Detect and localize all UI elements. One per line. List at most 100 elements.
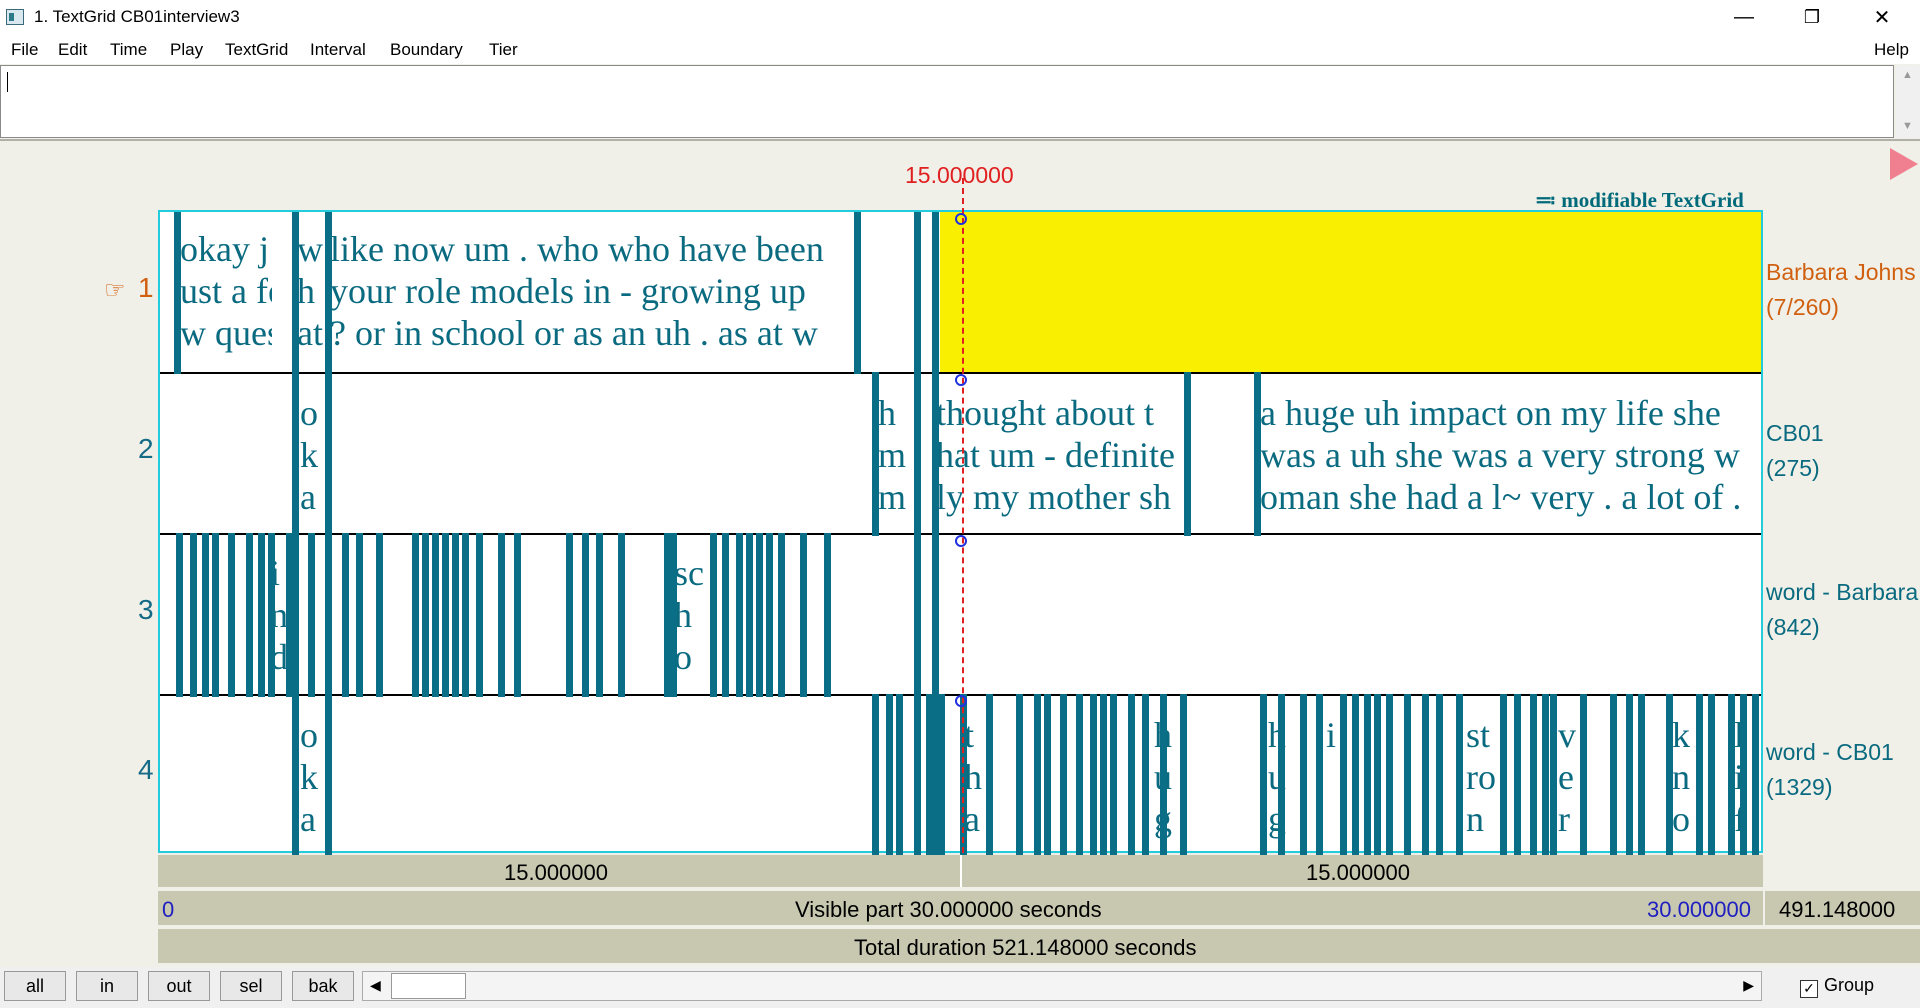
- interval-boundary[interactable]: [212, 533, 219, 697]
- interval-boundary[interactable]: [1340, 694, 1347, 857]
- menu-textgrid[interactable]: TextGrid: [225, 40, 289, 59]
- interval-boundary[interactable]: [422, 533, 429, 697]
- tier-number[interactable]: 4: [138, 754, 154, 785]
- interval-boundary[interactable]: [722, 533, 729, 697]
- interval-boundary[interactable]: [1184, 372, 1191, 536]
- text-field-scrollbar[interactable]: ▲ ▼: [1896, 65, 1920, 138]
- interval-boundary[interactable]: [1436, 694, 1443, 857]
- scroll-down-icon[interactable]: ▼: [1902, 120, 1913, 132]
- interval-boundary[interactable]: [1128, 694, 1135, 857]
- interval-boundary[interactable]: [872, 694, 879, 857]
- selected-interval[interactable]: [940, 212, 1761, 372]
- zoom-in-button[interactable]: in: [76, 971, 138, 1001]
- interval-boundary[interactable]: [514, 533, 521, 697]
- visible-part-bar[interactable]: 0 Visible part 30.000000 seconds 30.0000…: [158, 891, 1763, 925]
- interval-boundary[interactable]: [356, 533, 363, 697]
- interval-boundary[interactable]: [778, 533, 785, 697]
- interval-text[interactable]: i: [1326, 715, 1337, 755]
- interval-boundary[interactable]: [670, 533, 677, 697]
- interval-boundary[interactable]: [1404, 694, 1411, 857]
- interval-boundary[interactable]: [1100, 694, 1107, 857]
- menu-edit[interactable]: Edit: [58, 40, 88, 59]
- group-checkbox[interactable]: ✓Group: [1800, 975, 1874, 998]
- interval-boundary[interactable]: [174, 212, 181, 374]
- interval-text[interactable]: like now um . who who have been your rol…: [330, 229, 824, 353]
- interval-boundary[interactable]: [914, 212, 921, 857]
- interval-boundary[interactable]: [1422, 694, 1429, 857]
- checkbox-check-icon[interactable]: ✓: [1800, 980, 1818, 998]
- interval-boundary[interactable]: [176, 533, 183, 697]
- menu-time[interactable]: Time: [110, 40, 148, 59]
- interval-boundary[interactable]: [1500, 694, 1507, 857]
- interval-boundary[interactable]: [1364, 694, 1371, 857]
- tier-number[interactable]: 1: [138, 272, 154, 303]
- interval-boundary[interactable]: [582, 533, 589, 697]
- interval-boundary[interactable]: [886, 694, 893, 857]
- menu-play[interactable]: Play: [170, 40, 204, 59]
- interval-boundary[interactable]: [938, 694, 945, 857]
- interval-boundary[interactable]: [1300, 694, 1307, 857]
- interval-boundary[interactable]: [376, 533, 383, 697]
- interval-boundary[interactable]: [664, 533, 671, 697]
- interval-boundary[interactable]: [325, 212, 332, 857]
- interval-boundary[interactable]: [1060, 694, 1067, 857]
- minimize-button[interactable]: —: [1734, 5, 1754, 28]
- zoom-selection-button[interactable]: sel: [220, 971, 282, 1001]
- interval-boundary[interactable]: [442, 533, 449, 697]
- interval-boundary[interactable]: [292, 212, 299, 857]
- interval-boundary[interactable]: [1638, 694, 1645, 857]
- tier-name-label[interactable]: word - CB01 (1329): [1766, 735, 1894, 805]
- zoom-back-button[interactable]: bak: [292, 971, 354, 1001]
- interval-boundary[interactable]: [1580, 694, 1587, 857]
- interval-boundary[interactable]: [1696, 694, 1703, 857]
- interval-boundary[interactable]: [1530, 694, 1537, 857]
- interval-boundary[interactable]: [1034, 694, 1041, 857]
- interval-boundary[interactable]: [286, 533, 293, 697]
- zoom-all-button[interactable]: all: [4, 971, 66, 1001]
- scrollbar-thumb[interactable]: [391, 973, 466, 999]
- tier-number[interactable]: 2: [138, 433, 154, 464]
- interval-boundary[interactable]: [1610, 694, 1617, 857]
- tier-name-label[interactable]: word - Barbara (842): [1766, 575, 1918, 645]
- menu-help[interactable]: Help: [1874, 40, 1909, 59]
- interval-boundary[interactable]: [618, 533, 625, 697]
- interval-boundary[interactable]: [1550, 694, 1557, 857]
- interval-boundary[interactable]: [766, 533, 773, 697]
- interval-boundary[interactable]: [1016, 694, 1023, 857]
- interval-boundary[interactable]: [1160, 694, 1167, 857]
- interval-boundary[interactable]: [1316, 694, 1323, 857]
- interval-boundary[interactable]: [1044, 694, 1051, 857]
- menu-tier[interactable]: Tier: [489, 40, 518, 59]
- interval-boundary[interactable]: [1752, 694, 1759, 857]
- total-duration-bar[interactable]: Total duration 521.148000 seconds: [158, 929, 1920, 963]
- tier-number[interactable]: 3: [138, 594, 154, 625]
- zoom-out-button[interactable]: out: [148, 971, 210, 1001]
- interval-boundary[interactable]: [854, 212, 861, 374]
- interval-boundary[interactable]: [1740, 694, 1747, 857]
- remaining-time-bar[interactable]: 491.148000: [1765, 891, 1920, 925]
- time-cursor[interactable]: [962, 178, 964, 853]
- interval-boundary[interactable]: [476, 533, 483, 697]
- interval-boundary[interactable]: [736, 533, 743, 697]
- interval-boundary[interactable]: [1090, 694, 1097, 857]
- interval-boundary[interactable]: [1666, 694, 1673, 857]
- interval-boundary[interactable]: [710, 533, 717, 697]
- menu-boundary[interactable]: Boundary: [390, 40, 463, 59]
- interval-boundary[interactable]: [824, 533, 831, 697]
- close-button[interactable]: ✕: [1873, 6, 1891, 29]
- interval-boundary[interactable]: [1278, 694, 1285, 857]
- time-scrollbar[interactable]: ◀ ▶: [362, 971, 1762, 1001]
- interval-boundary[interactable]: [1254, 372, 1261, 536]
- interval-boundary[interactable]: [872, 372, 879, 536]
- menu-file[interactable]: File: [11, 40, 39, 59]
- interval-boundary[interactable]: [746, 533, 753, 697]
- interval-boundary[interactable]: [1260, 694, 1267, 857]
- interval-boundary[interactable]: [1076, 694, 1083, 857]
